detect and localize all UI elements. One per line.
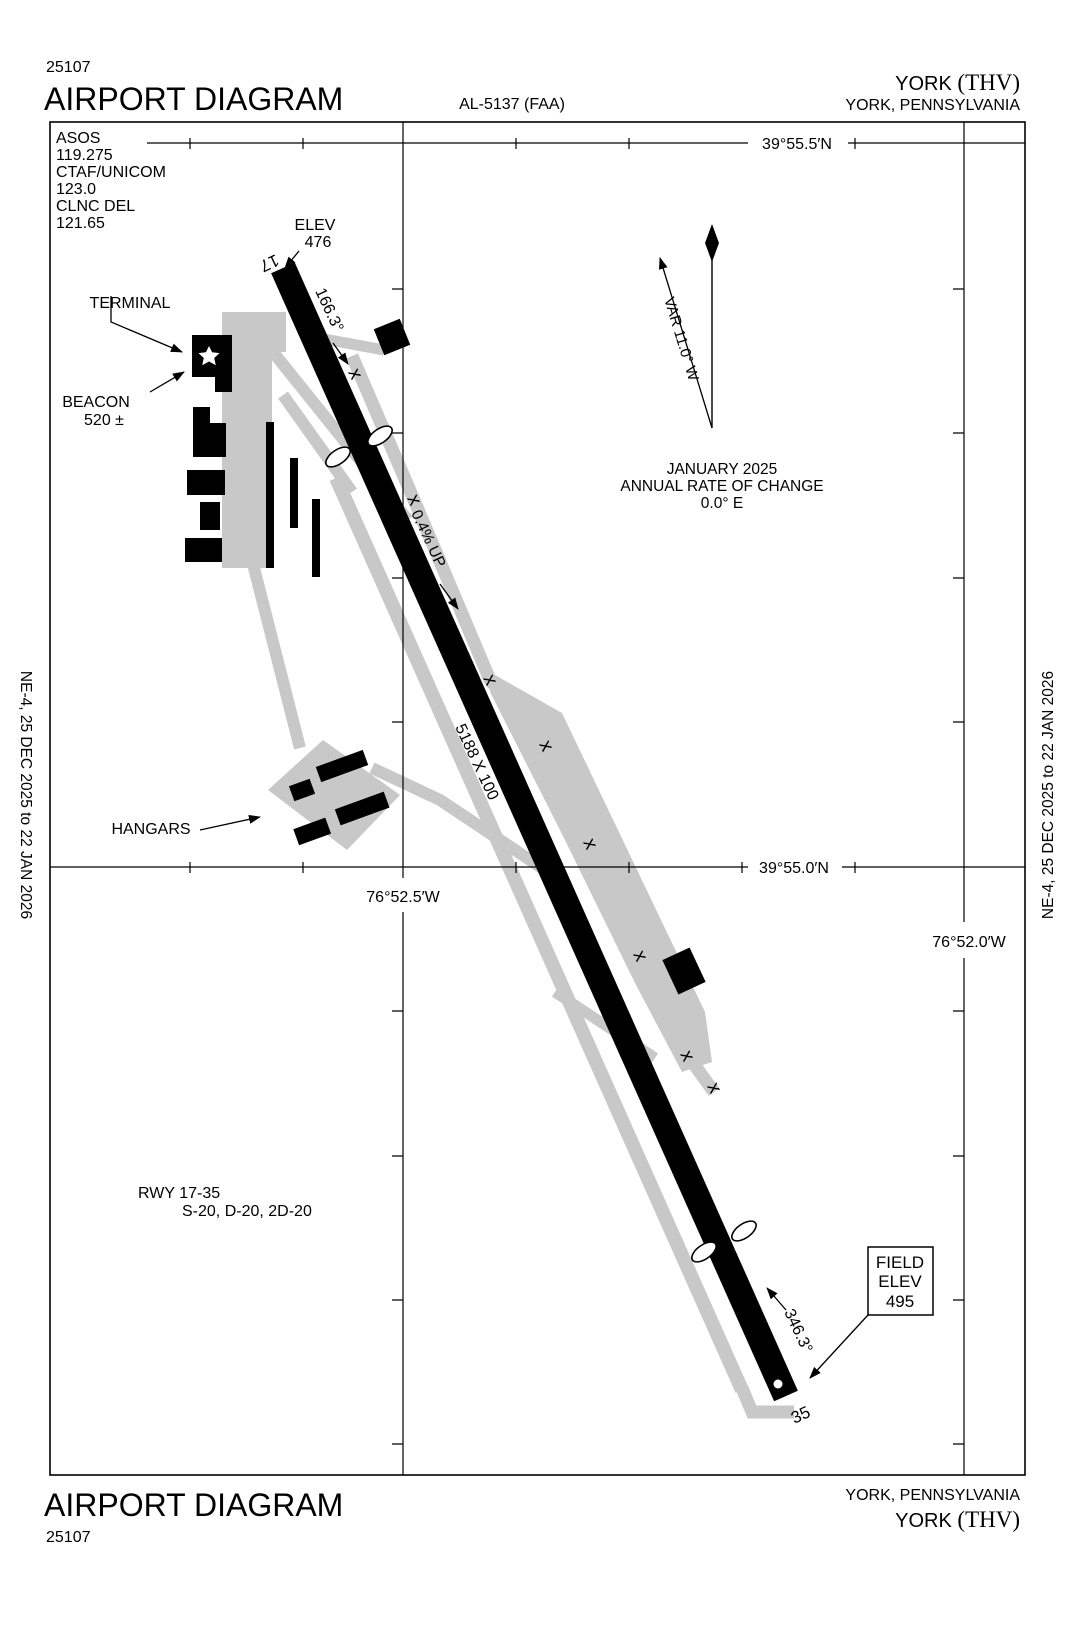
edition-text-left: NE-4, 25 DEC 2025 to 22 JAN 2026 [17,671,34,919]
header-page-code: 25107 [46,59,91,76]
rwy35-turnaround [736,1385,794,1419]
lon-ticks [392,288,964,1445]
heading-35-arrow [766,1287,787,1311]
beacon-label: BEACON [62,394,130,411]
heading-17-arrow [332,342,349,365]
field-elev-line2: ELEV [878,1272,922,1291]
hangars-pad [268,740,400,850]
beacon-leader-arrow [149,371,185,393]
footer-airport-identifier: (THV) [957,1507,1020,1532]
building-3 [200,502,220,530]
runway-info-line1: RWY 17-35 [138,1185,220,1202]
lat-ticks [189,138,856,873]
runway-heading-35: 346.3° [780,1307,815,1356]
rwy17-elev-value: 476 [305,234,332,251]
building-1b [193,423,226,457]
footer-title: AIRPORT DIAGRAM [44,1487,343,1523]
true-north-arrow-icon [705,224,719,262]
annual-rate-value: 0.0° E [701,495,743,512]
footer-airport-city-code: YORK [895,1510,957,1532]
footer-airport-name: YORK (THV) [895,1507,1020,1532]
header-airport-identifier: (THV) [957,70,1020,95]
northeast-building [373,318,411,356]
beacon-value: 520 ± [84,412,124,429]
terminal-leader-arrow [110,296,183,353]
hangars-label: HANGARS [111,821,190,838]
variation-label: VAR 11.0° W [660,295,702,383]
footer-city-state: YORK, PENNSYLVANIA [845,1487,1020,1504]
hangars-leader-arrow [199,814,261,831]
ellipse-marker [691,1241,717,1263]
variation-date: JANUARY 2025 [667,461,778,478]
runway-surface [271,262,798,1402]
header: 25107 AIRPORT DIAGRAM AL-5137 (FAA) YORK… [44,59,1020,117]
lat-label-bottom: 39°55.0′N [759,860,829,877]
ellipse-marker [367,425,393,447]
field-elevation-box: FIELD ELEV 495 [809,1246,934,1379]
buildings [185,318,706,995]
terminal-apron-north [222,312,286,352]
freq-ctaf-value: 123.0 [56,181,96,198]
lon-label-right: 76°52.0′W [932,934,1006,951]
runway-end-point [773,1379,783,1389]
header-airport-city-code: YORK [895,73,957,95]
hangar-access-taxiway [369,762,564,885]
field-elev-value: 495 [886,1292,914,1311]
building-4 [185,538,222,562]
slope-arrow [439,583,459,610]
magnetic-north-arrow [658,257,713,429]
taxiway-network [222,312,794,1419]
t-hangar-row-3 [312,499,320,577]
footer: AIRPORT DIAGRAM 25107 YORK, PENNSYLVANIA… [44,1487,1020,1546]
east-apron [490,675,712,1072]
footer-page-code: 25107 [46,1529,91,1546]
ellipse-markers [325,425,757,1263]
edition-text-right: NE-4, 25 DEC 2025 to 22 JAN 2026 [1040,671,1057,919]
freq-asos-value: 119.275 [56,147,113,164]
terminal-label: TERMINAL [90,295,171,312]
t-hangar-row-1 [266,422,274,568]
freq-clnc-label: CLNC DEL [56,198,135,215]
north-indicator: VAR 11.0° W JANUARY 2025 ANNUAL RATE OF … [620,224,824,512]
runway-info-line2: S-20, D-20, 2D-20 [182,1203,312,1220]
runway-17-35 [271,262,798,1402]
building-2 [187,470,225,495]
header-airport-name: YORK (THV) [895,70,1020,95]
header-chart-ref: AL-5137 (FAA) [459,96,565,113]
east-apron-building [662,947,706,995]
ellipse-marker [731,1220,757,1242]
taxiway-connector-b [278,391,357,496]
hangar-buildings [288,749,390,846]
lat-label-top: 39°55.5′N [762,136,832,153]
t-hangar-row-2 [290,458,298,528]
taxiway-south-connector [246,558,306,750]
feature-labels: TERMINAL BEACON 520 ± HANGARS RWY 17-35 … [62,295,934,1379]
header-city-state: YORK, PENNSYLVANIA [845,97,1020,114]
annual-rate-label: ANNUAL RATE OF CHANGE [620,478,823,495]
ellipse-marker [325,446,351,468]
field-elev-leader-arrow [809,1314,869,1379]
freq-asos-label: ASOS [56,130,100,147]
terminal-building-annex [215,375,232,392]
header-title: AIRPORT DIAGRAM [44,81,343,117]
map-frame [49,121,1026,1476]
lon-label-left: 76°52.5′W [366,889,440,906]
field-elev-line1: FIELD [876,1253,924,1272]
west-parallel-taxiway [329,475,749,1393]
freq-clnc-value: 121.65 [56,215,105,232]
graticule: 39°55.5′N 39°55.0′N 76°52.5′W 76°52.0′W [49,121,1026,1476]
building-1a [193,407,210,425]
beacon-star-icon [198,346,220,366]
frequency-block: ASOS 119.275 CTAF/UNICOM 123.0 CLNC DEL … [56,130,166,232]
freq-ctaf-label: CTAF/UNICOM [56,164,166,181]
edition-margins: NE-4, 25 DEC 2025 to 22 JAN 2026 NE-4, 2… [17,671,1057,919]
rwy17-elev-label: ELEV [295,217,336,234]
rwy17-elev-arrow [284,250,300,269]
